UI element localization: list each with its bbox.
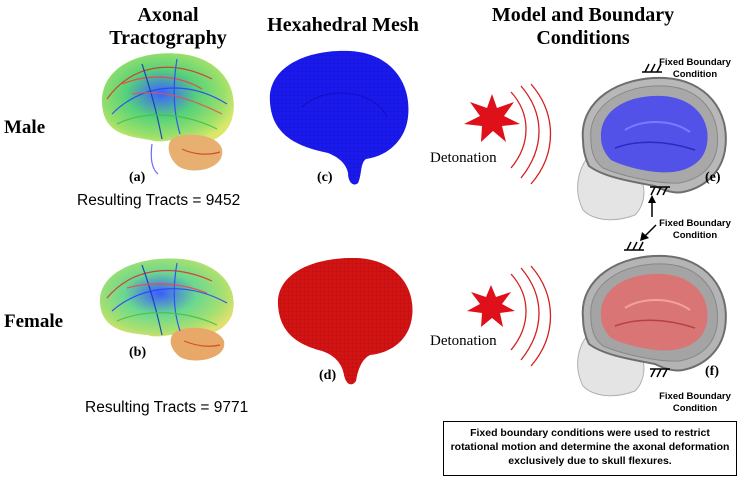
male-top-fixed-hatch-icon bbox=[642, 63, 662, 73]
female-bottom-fixed-hatch-icon bbox=[650, 368, 670, 378]
panel-label-d: (d) bbox=[319, 368, 337, 383]
boundary-arrows-icon bbox=[640, 195, 657, 241]
male-blast-waves-icon bbox=[510, 83, 551, 185]
row-label-female: Female bbox=[4, 311, 64, 332]
fixed-boundary-label-middle: Fixed Boundary Condition bbox=[659, 218, 731, 241]
male-tractography-image bbox=[101, 53, 234, 175]
female-top-fixed-hatch-icon bbox=[624, 241, 644, 251]
panel-label-a: (a) bbox=[129, 170, 146, 185]
header-tractography: Axonal Tractography bbox=[109, 4, 227, 49]
panel-label-f: (f) bbox=[705, 364, 719, 379]
detonation-label-male: Detonation bbox=[430, 150, 497, 166]
female-mesh-image bbox=[277, 257, 413, 385]
row-label-male: Male bbox=[4, 117, 46, 138]
panel-label-e: (e) bbox=[705, 170, 721, 185]
boundary-note-box: Fixed boundary conditions were used to r… bbox=[443, 421, 737, 476]
header-mesh: Hexahedral Mesh bbox=[267, 14, 419, 36]
male-mesh-image bbox=[269, 50, 409, 185]
tracts-count-male: Resulting Tracts = 9452 bbox=[77, 192, 241, 209]
fixed-boundary-label-bottom: Fixed Boundary Condition bbox=[659, 391, 731, 414]
detonation-label-female: Detonation bbox=[430, 333, 497, 349]
panel-label-c: (c) bbox=[317, 170, 333, 185]
female-blast-star-icon bbox=[467, 285, 515, 327]
tracts-count-female: Resulting Tracts = 9771 bbox=[85, 399, 249, 416]
header-model: Model and Boundary Conditions bbox=[491, 4, 675, 49]
fixed-boundary-label-top: Fixed Boundary Condition bbox=[659, 57, 731, 80]
panel-label-b: (b) bbox=[129, 345, 147, 360]
female-blast-waves-icon bbox=[510, 265, 551, 367]
male-skull-model-image bbox=[577, 76, 727, 221]
female-tractography-image bbox=[99, 258, 234, 361]
female-skull-model-image bbox=[577, 254, 727, 397]
male-bottom-fixed-hatch-icon bbox=[650, 186, 670, 196]
male-blast-star-icon bbox=[464, 94, 520, 142]
